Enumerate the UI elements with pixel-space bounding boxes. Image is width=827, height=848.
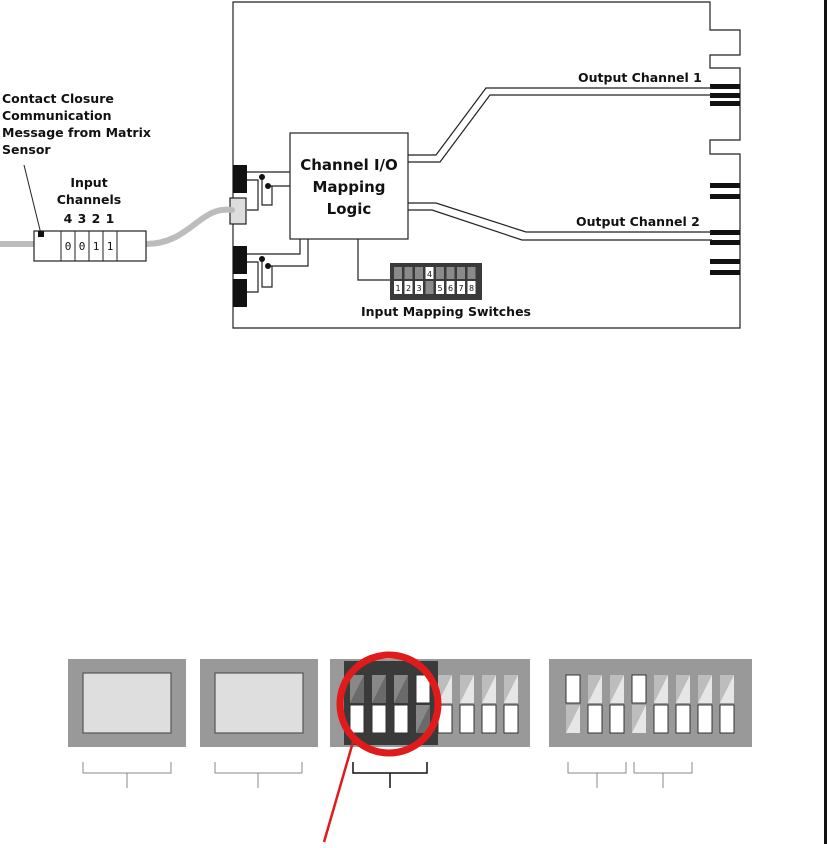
- input-channels-label: Input Channels 4 3 2 1: [57, 175, 122, 226]
- bank-1: [68, 659, 186, 747]
- input-channels-line2: Channels: [57, 192, 122, 207]
- small-switch-digit: 2: [406, 284, 411, 293]
- channel-number-3: 3: [78, 211, 87, 226]
- bank-4: [549, 659, 752, 747]
- input-mapping-switches-label: Input Mapping Switches: [361, 304, 531, 319]
- mapping-logic-box: Channel I/O Mapping Logic: [290, 133, 408, 239]
- sensor-label-line3: Message from Matrix: [2, 125, 151, 140]
- small-switch-digit: 6: [448, 284, 453, 293]
- channel-bit-4: 0: [65, 240, 72, 253]
- small-switch-digit: 7: [458, 284, 463, 293]
- pointer-line: [324, 742, 353, 842]
- small-switch-digit: 1: [395, 284, 400, 293]
- logic-label-line1: Channel I/O: [300, 156, 398, 174]
- sensor-label-line1: Contact Closure: [2, 91, 114, 106]
- input-channels-line1: Input: [70, 175, 107, 190]
- sensor-label-line4: Sensor: [2, 142, 51, 157]
- output-channel-2-label: Output Channel 2: [576, 214, 700, 229]
- sensor-leader: [24, 165, 44, 237]
- small-switch-digit: 4: [427, 270, 432, 279]
- grouping-brackets: [83, 762, 692, 788]
- channel-number-2: 2: [92, 211, 101, 226]
- small-switch-digit: 5: [437, 284, 442, 293]
- channel-number-4: 4: [64, 211, 73, 226]
- logic-label-line2: Mapping: [312, 178, 385, 196]
- channel-bit-2: 1: [93, 240, 100, 253]
- small-switch-digit: 8: [469, 284, 474, 293]
- input-message-box: 0 0 1 1: [34, 231, 146, 261]
- channel-bit-3: 0: [79, 240, 86, 253]
- sensor-label-line2: Communication: [2, 108, 112, 123]
- logic-label-line3: Logic: [327, 200, 372, 218]
- sensor-label: Contact Closure Communication Message fr…: [2, 91, 151, 157]
- channel-number-1: 1: [106, 211, 115, 226]
- bank-2: [200, 659, 318, 747]
- small-switch-digit: 3: [416, 284, 421, 293]
- channel-bit-1: 1: [107, 240, 114, 253]
- output-channel-1-label: Output Channel 1: [578, 70, 702, 85]
